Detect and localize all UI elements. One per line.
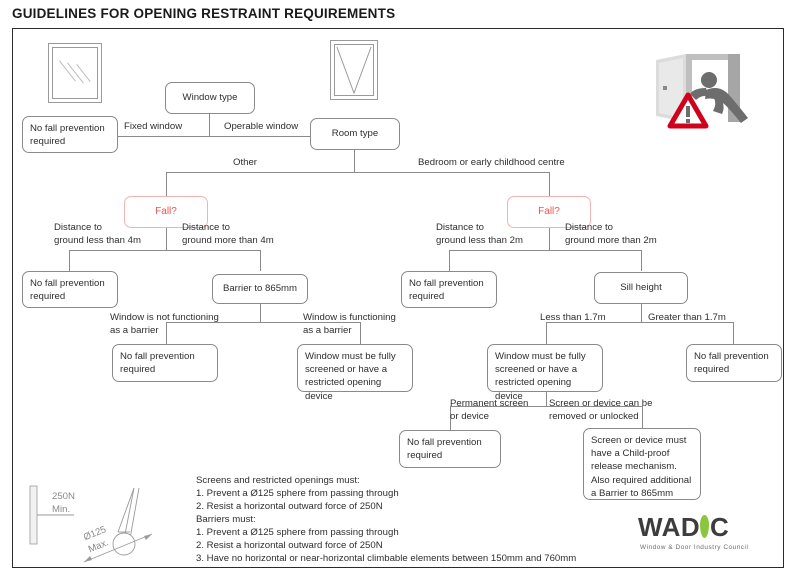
edge-label-greater-17: Greater than 1.7m [648,312,726,323]
node-fall-left[interactable]: Fall? [124,196,208,228]
connector-fallright-to-left [449,250,550,251]
edge-label-dist-more-2m: Distance to ground more than 2m [565,222,657,246]
connector-barrier-right [260,322,360,323]
edge-label-permanent: Permanent screen or device [450,398,529,422]
operable-window-icon [330,40,378,100]
fixed-window-icon [48,43,102,103]
note-barriers-2: 2. Resist a horizontal outward force of … [196,540,383,551]
connector-roomtype-left [166,172,355,173]
note-barriers-3: 3. Have no horizontal or near-horizontal… [196,553,577,564]
connector-fallright-right-drop [641,250,642,271]
node-screened-right[interactable]: Window must be fully screened or have a … [487,344,603,402]
edge-label-bedroom: Bedroom or early childhood centre [418,157,565,168]
connector-sill-left-drop [546,322,547,344]
node-childproof[interactable]: Screen or device must have a Child-proof… [583,428,701,500]
connector-roomtype-stem [354,150,355,172]
leaf-icon [700,515,709,538]
connector-fallright-left-drop [449,250,450,271]
connector-windowtype-to-right [209,136,310,137]
note-screens-heading: Screens and restricted openings must: [196,475,360,486]
connector-screenedright-left [450,406,547,407]
node-sill-height[interactable]: Sill height [594,272,688,304]
connector-fallleft-right-drop [260,250,261,271]
connector-barrier-right-drop [360,322,361,344]
connector-roomtype-right [354,172,549,173]
label-force-250n: 250N Min. [52,491,75,515]
connector-sill-left [546,322,642,323]
logo-text-wad: WAD [638,512,701,542]
connector-sill-right-drop [733,322,734,344]
connector-screenedright-stem [546,392,547,406]
edge-label-dist-less-4m: Distance to ground less than 4m [54,222,141,246]
connector-fallleft-to-right [166,250,260,251]
connector-barrier-left [166,322,261,323]
connector-window-type-stem [209,114,210,136]
connector-fallleft-to-left [69,250,167,251]
edge-label-fixed-window: Fixed window [124,121,183,132]
note-barriers-heading: Barriers must: [196,514,256,525]
edge-label-not-barrier: Window is not functioning as a barrier [110,312,219,336]
connector-fallleft-left-drop [69,250,70,271]
node-no-fall-4b[interactable]: No fall prevention required [686,344,782,382]
edge-label-operable-window: Operable window [224,121,299,132]
note-screens-2: 2. Resist a horizontal outward force of … [196,501,383,512]
connector-fallright-stem [549,228,550,250]
node-no-fall-3[interactable]: No fall prevention required [112,344,218,382]
connector-sill-stem [641,304,642,322]
connector-permanent-drop [450,406,451,430]
logo-text-c: C [710,512,730,542]
node-fall-right[interactable]: Fall? [507,196,591,228]
edge-label-other: Other [233,157,257,168]
node-window-type[interactable]: Window type [165,82,255,114]
node-no-fall-4[interactable]: No fall prevention required [401,271,497,308]
page-title: GUIDELINES FOR OPENING RESTRAINT REQUIRE… [12,6,396,21]
wadic-logo: WAD C Window & Door Industry Council [638,512,768,558]
connector-windowtype-to-left [118,136,210,137]
note-screens-1: 1. Prevent a Ø125 sphere from passing th… [196,488,399,499]
person-falling-warning-icon [656,54,748,129]
force-and-sphere-diagram [29,485,153,563]
connector-fallright-to-right [549,250,641,251]
connector-fallleft-stem [166,228,167,250]
edge-label-removable: Screen or device can be removed or unloc… [549,398,653,422]
logo-tagline: Window & Door Industry Council [640,544,749,551]
connector-bedroom-to-fall-right [549,172,550,196]
node-no-fall-2[interactable]: No fall prevention required [22,271,118,308]
connector-other-to-fall-left [166,172,167,196]
edge-label-is-barrier: Window is functioning as a barrier [303,312,396,336]
connector-removable-drop [642,406,643,430]
awning-symbol-icon [336,46,372,95]
node-room-type[interactable]: Room type [310,118,400,150]
edge-label-dist-more-4m: Distance to ground more than 4m [182,222,274,246]
node-no-fall-1[interactable]: No fall prevention required [22,116,118,153]
edge-label-dist-less-2m: Distance to ground less than 2m [436,222,523,246]
node-no-fall-6[interactable]: No fall prevention required [399,430,501,468]
note-barriers-1: 1. Prevent a Ø125 sphere from passing th… [196,527,399,538]
connector-barrier-left-drop [166,322,167,344]
edge-label-less-17: Less than 1.7m [540,312,606,323]
connector-barrier-stem [260,304,261,322]
connector-sill-right [641,322,733,323]
connector-screenedright-right [546,406,642,407]
node-barrier-865[interactable]: Barrier to 865mm [212,274,308,304]
node-screened-left[interactable]: Window must be fully screened or have a … [297,344,413,402]
